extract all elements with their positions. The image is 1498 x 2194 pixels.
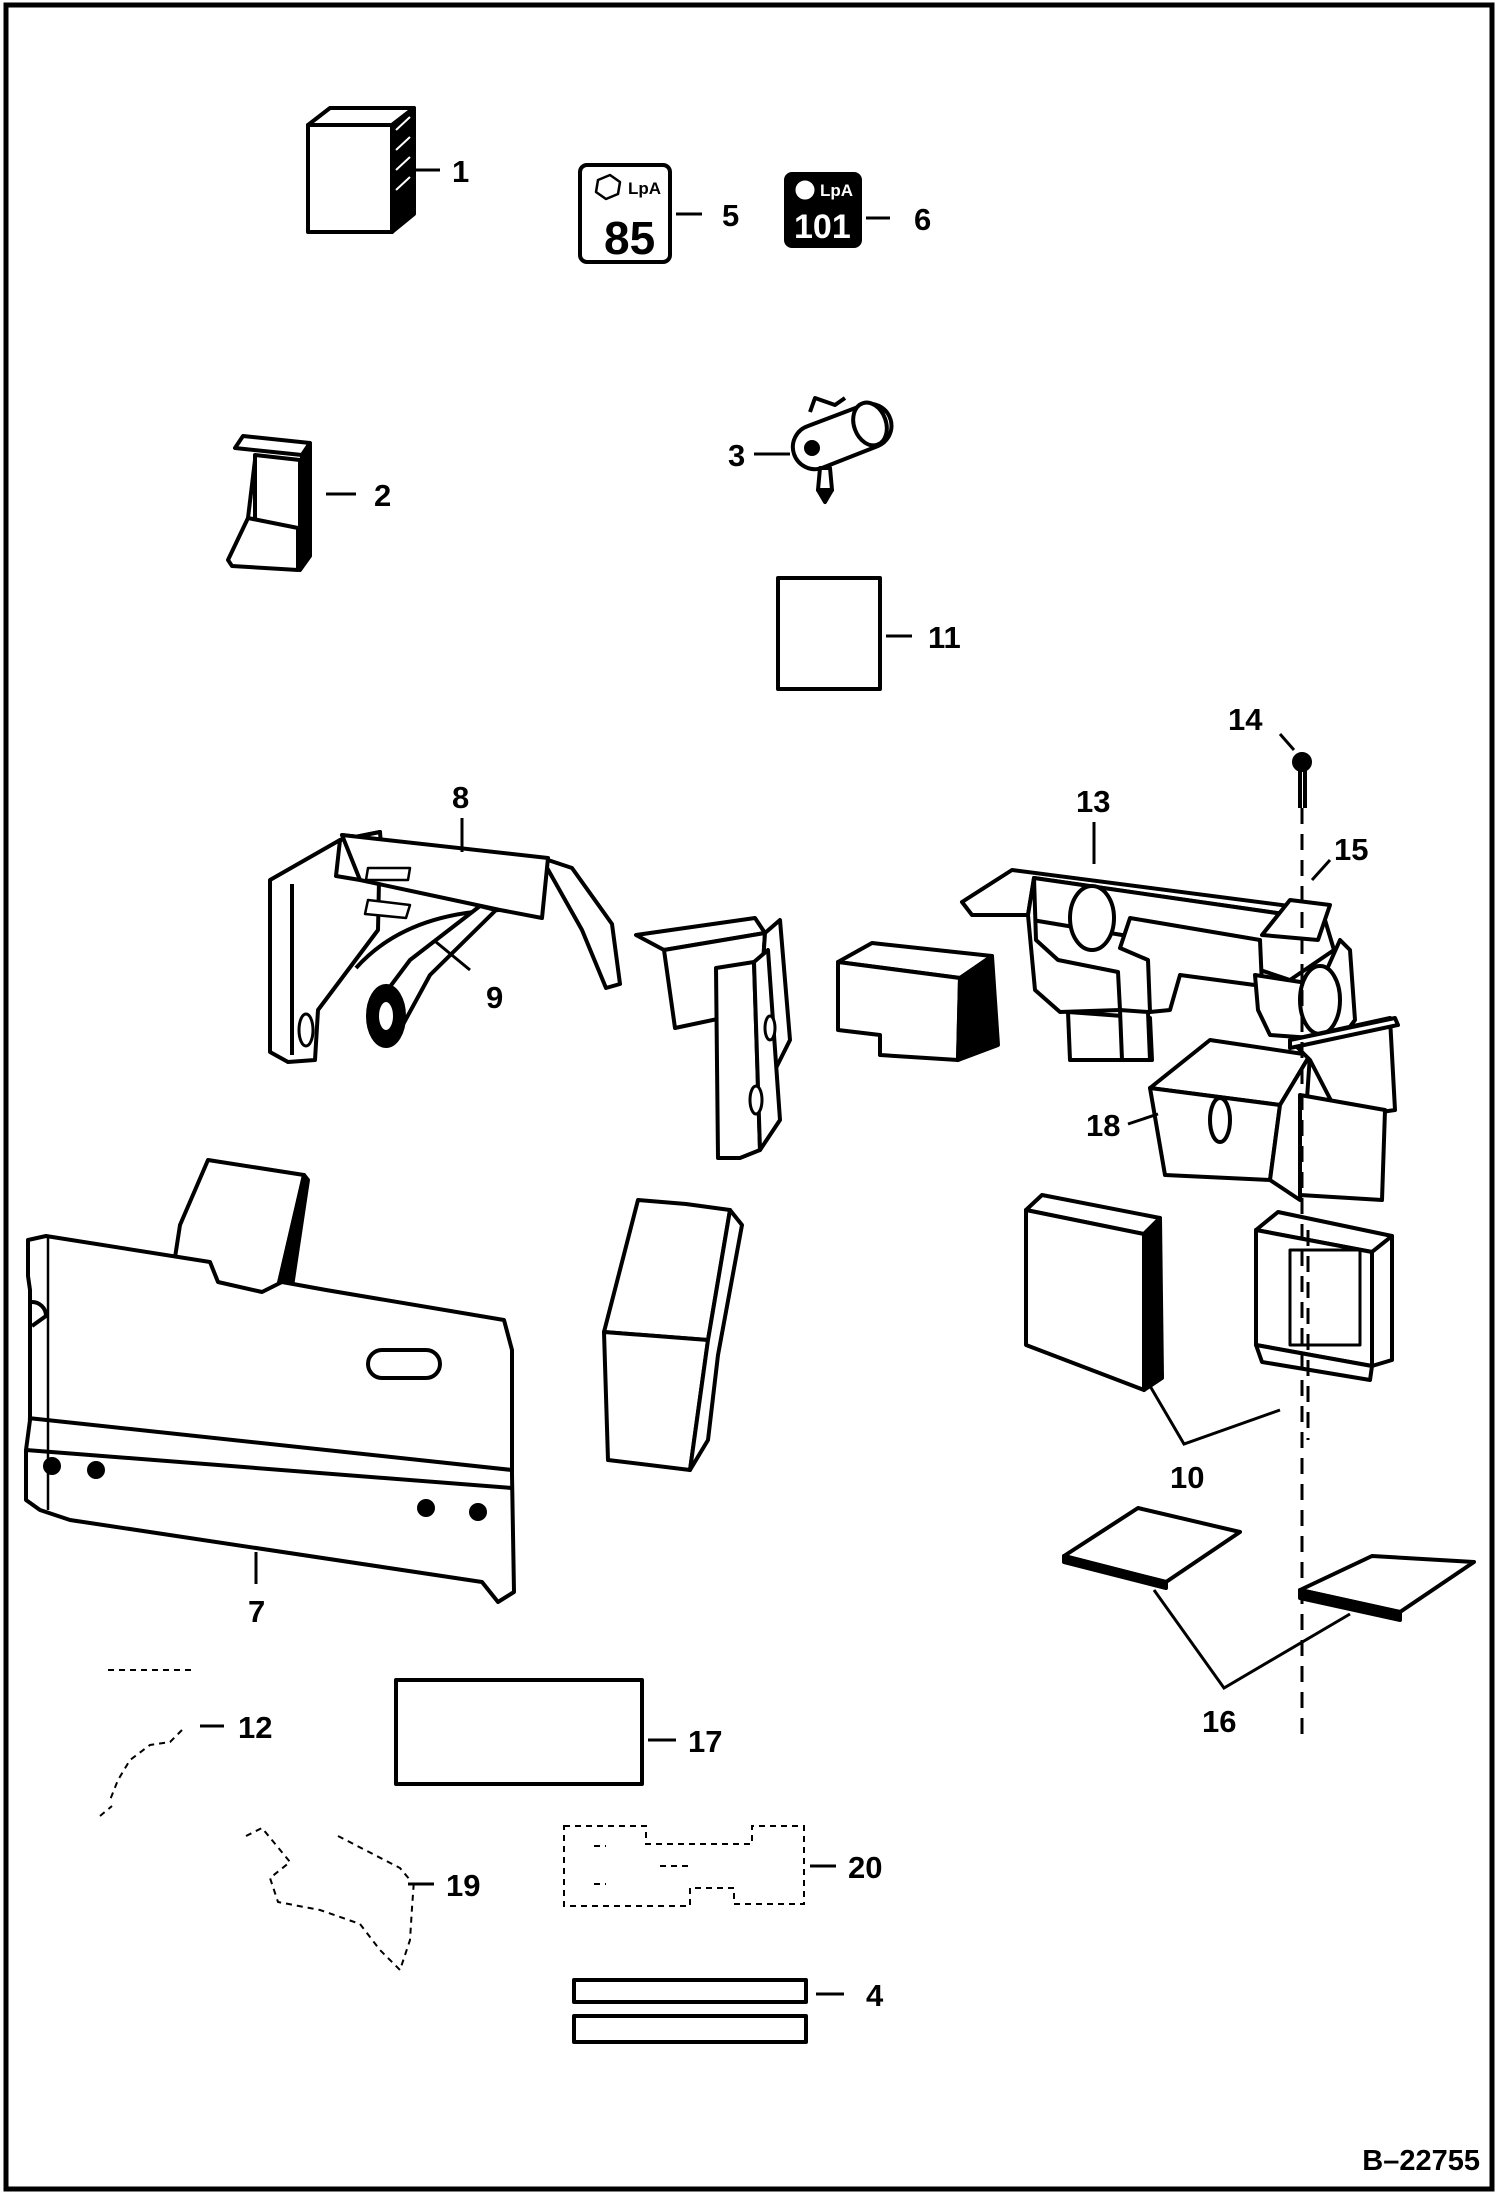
leader-18 bbox=[1127, 1112, 1159, 1126]
part-8-fender-panel bbox=[268, 830, 622, 1064]
callout-10: 10 bbox=[1170, 1460, 1204, 1495]
part-left-block bbox=[836, 941, 1000, 1062]
callout-2: 2 bbox=[374, 478, 391, 513]
part-16-flat-pads bbox=[1062, 1506, 1476, 1622]
part-11-square-decal bbox=[776, 576, 882, 691]
part-19-phantom-gasket bbox=[245, 1826, 415, 1972]
callout-11: 11 bbox=[928, 620, 961, 655]
leader-10 bbox=[1148, 1385, 1281, 1446]
decal-5-value: 85 bbox=[604, 212, 655, 264]
leader-15 bbox=[1310, 858, 1332, 882]
part-17-rectangle-decal bbox=[394, 1678, 644, 1786]
part-20-phantom-seal bbox=[563, 1825, 805, 1907]
callout-6: 6 bbox=[914, 202, 931, 237]
decal-5-lpa-label: LpA bbox=[628, 179, 661, 198]
leader-9 bbox=[435, 940, 471, 972]
part-2-bracket bbox=[226, 434, 312, 572]
page-border bbox=[3, 2, 1495, 2192]
part-18-floor-structure bbox=[1148, 1016, 1400, 1202]
callout-15: 15 bbox=[1334, 832, 1368, 867]
part-6-noise-decal-101 bbox=[784, 172, 862, 248]
part-5-noise-decal-85 bbox=[578, 163, 672, 264]
callout-17: 17 bbox=[688, 1724, 722, 1759]
callout-14: 14 bbox=[1228, 702, 1263, 737]
part-rear-side-panel bbox=[634, 916, 792, 1160]
callout-18: 18 bbox=[1086, 1108, 1120, 1143]
callout-5: 5 bbox=[722, 198, 739, 233]
decal-6-lpa-label: LpA bbox=[820, 181, 853, 200]
part-9-pulley bbox=[366, 904, 498, 1048]
drawing-reference: B–22755 bbox=[1362, 2145, 1480, 2177]
part-12-phantom-trim bbox=[99, 1669, 196, 1817]
part-7-front-panel bbox=[24, 1158, 516, 1604]
callout-4: 4 bbox=[866, 1978, 884, 2013]
decal-6-value: 101 bbox=[794, 208, 851, 246]
leader-14 bbox=[1278, 733, 1296, 751]
callout-20: 20 bbox=[848, 1850, 882, 1885]
part-14-bolt bbox=[1292, 752, 1312, 808]
callout-12: 12 bbox=[238, 1710, 272, 1745]
callout-9: 9 bbox=[486, 980, 503, 1015]
callout-19: 19 bbox=[446, 1868, 480, 1903]
part-10-pads bbox=[1024, 1193, 1394, 1392]
callout-13: 13 bbox=[1076, 784, 1110, 819]
callout-8: 8 bbox=[452, 780, 469, 815]
leader-16 bbox=[1152, 1589, 1351, 1690]
callout-1: 1 bbox=[452, 154, 469, 189]
callout-7: 7 bbox=[248, 1594, 265, 1629]
part-1-foam-pad bbox=[306, 106, 416, 234]
part-tall-block bbox=[602, 1198, 744, 1472]
callout-3: 3 bbox=[728, 438, 745, 473]
part-4-strips bbox=[572, 1978, 808, 2044]
part-13-rear-structure bbox=[960, 868, 1357, 1062]
callout-16: 16 bbox=[1202, 1704, 1236, 1739]
part-3-cylinder bbox=[790, 396, 894, 504]
